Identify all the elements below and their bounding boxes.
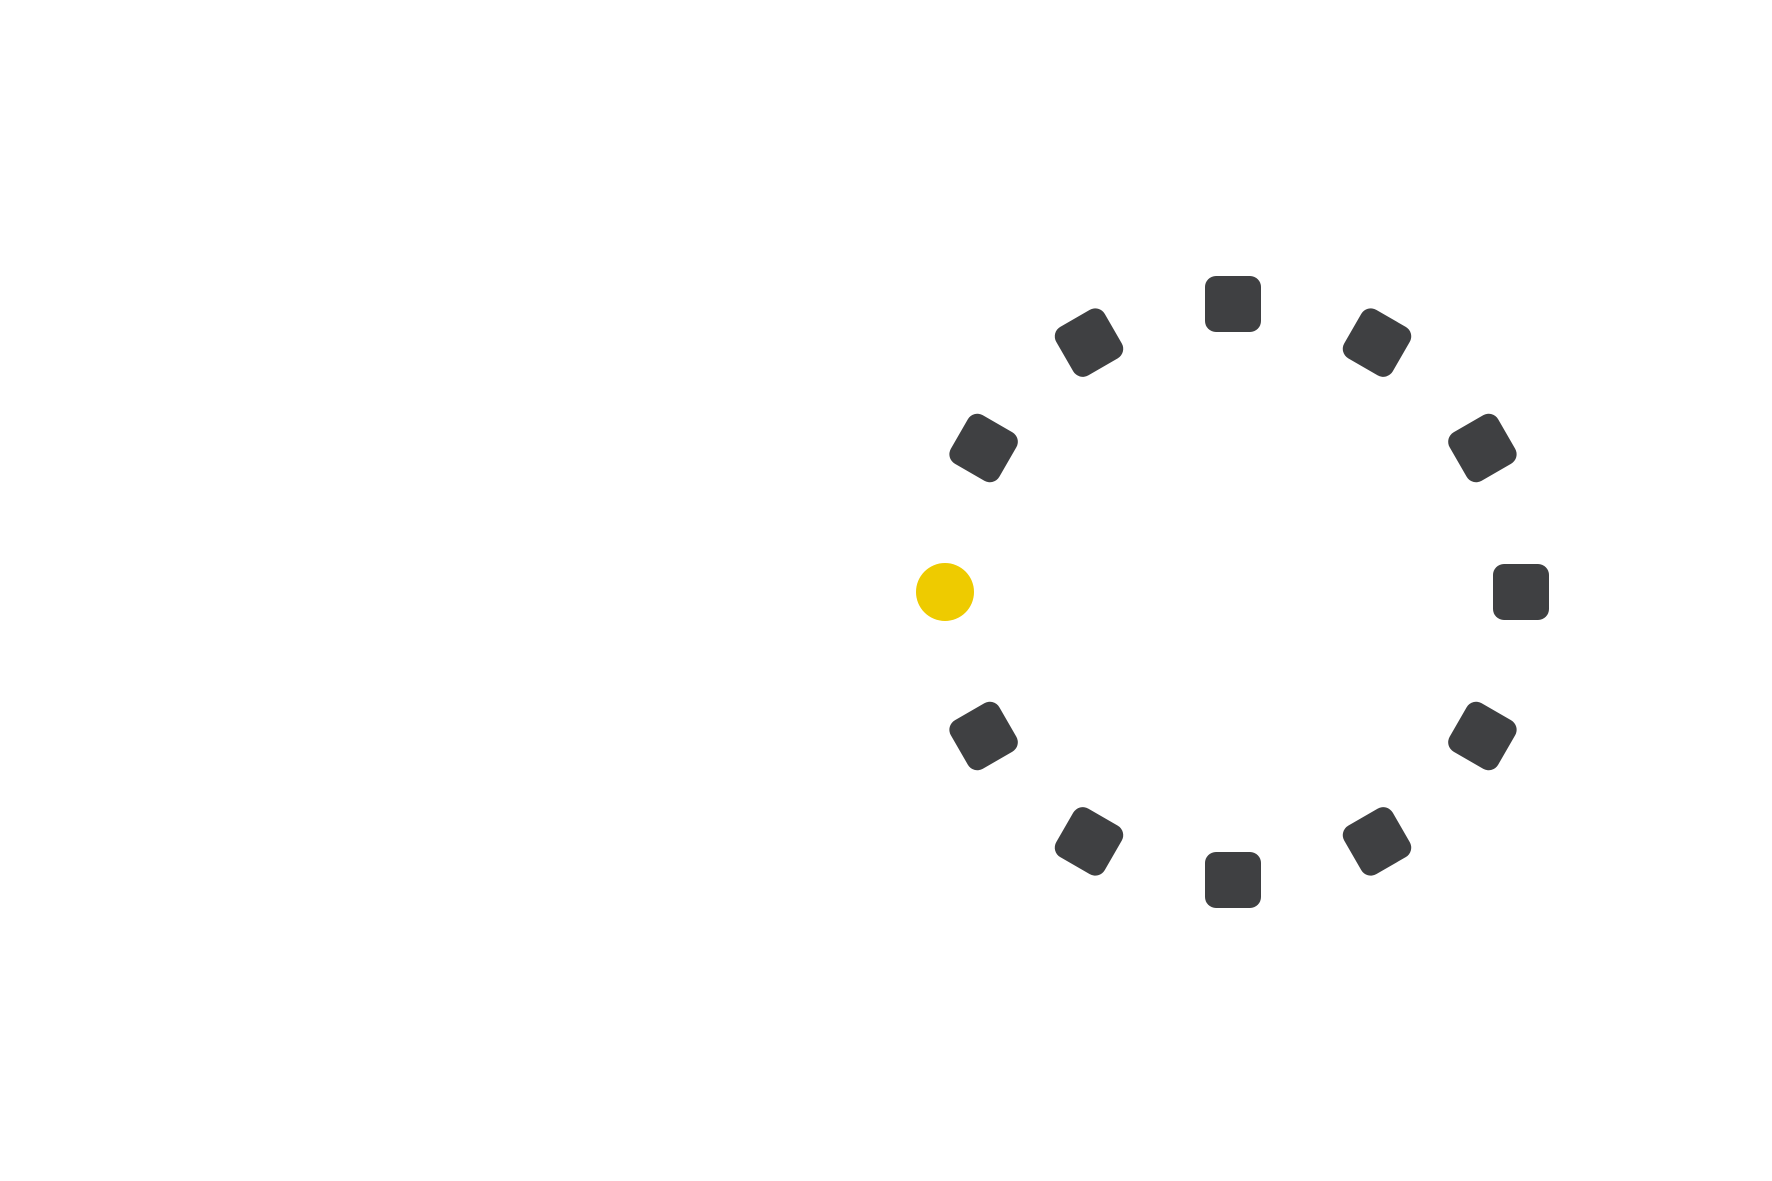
spinner-marker-rounded-square-icon [1054, 807, 1124, 876]
spinner-marker-rounded-square-icon [1342, 308, 1412, 377]
spinner-marker-rounded-square-icon [1205, 852, 1261, 908]
spinner-marker-rounded-square-icon [1205, 276, 1261, 332]
spinner-markers [916, 276, 1549, 908]
active-marker-circle-dot-icon [916, 563, 974, 621]
spinner-marker-rounded-square-icon [949, 701, 1018, 771]
spinner-marker-rounded-square-icon [1448, 413, 1517, 483]
spinner-marker-rounded-square-icon [1054, 308, 1124, 377]
spinner-marker-rounded-square-icon [1448, 701, 1517, 771]
spinner-marker-rounded-square-icon [1493, 564, 1549, 620]
spinner-marker-rounded-square-icon [949, 413, 1018, 483]
spinner-marker-rounded-square-icon [1342, 807, 1412, 876]
